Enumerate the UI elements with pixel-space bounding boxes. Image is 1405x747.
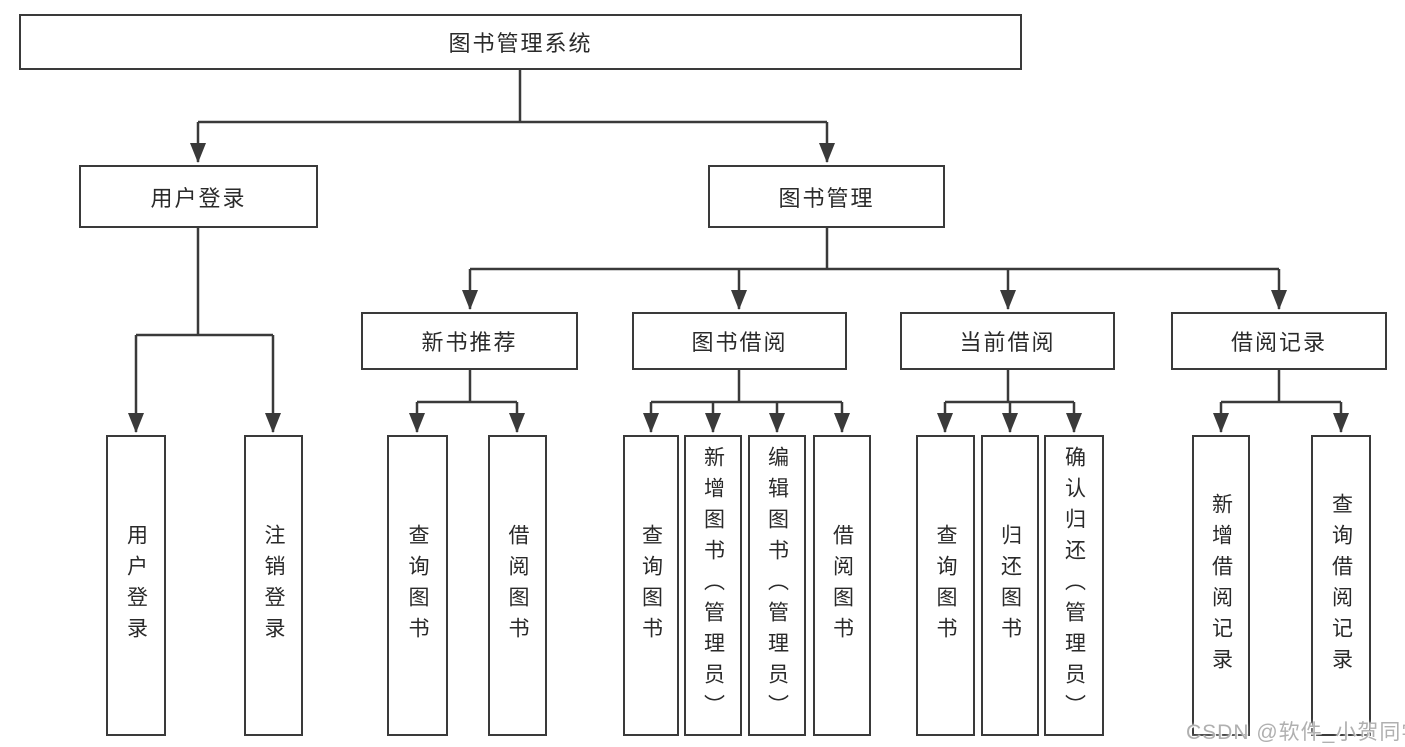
leaf-user-login-label: 用户登录 bbox=[124, 523, 148, 648]
leaf-borrow-add-admin-label: 新增图书（管理员） bbox=[701, 446, 725, 725]
leaf-records-add: 新增借阅记录 bbox=[1192, 435, 1250, 736]
leaf-borrow-edit-admin-label: 编辑图书（管理员） bbox=[765, 446, 789, 725]
leaf-records-query: 查询借阅记录 bbox=[1311, 435, 1371, 736]
leaf-logout-label: 注销登录 bbox=[262, 523, 285, 648]
leaf-user-login: 用户登录 bbox=[106, 435, 166, 736]
leaf-newbooks-query-label: 查询图书 bbox=[406, 523, 429, 648]
leaf-borrow-query-label: 查询图书 bbox=[639, 523, 663, 648]
leaf-current-return: 归还图书 bbox=[981, 435, 1039, 736]
node-new-book-recommend-label: 新书推荐 bbox=[421, 330, 518, 355]
leaf-records-add-label: 新增借阅记录 bbox=[1209, 492, 1233, 679]
leaf-current-confirm-admin: 确认归还（管理员） bbox=[1044, 435, 1104, 736]
node-current-borrow-label: 当前借阅 bbox=[959, 330, 1056, 355]
node-current-borrow: 当前借阅 bbox=[900, 312, 1115, 370]
node-book-borrow: 图书借阅 bbox=[632, 312, 847, 370]
node-user-login: 用户登录 bbox=[79, 165, 318, 228]
node-user-login-label: 用户登录 bbox=[150, 185, 247, 211]
node-book-borrow-label: 图书借阅 bbox=[691, 330, 788, 355]
root-node-label: 图书管理系统 bbox=[448, 31, 593, 56]
csdn-watermark: CSDN @软件_小贺同学 bbox=[1186, 721, 1405, 744]
node-book-management: 图书管理 bbox=[708, 165, 945, 228]
node-book-management-label: 图书管理 bbox=[778, 185, 875, 211]
leaf-records-query-label: 查询借阅记录 bbox=[1329, 492, 1353, 679]
leaf-current-confirm-admin-label: 确认归还（管理员） bbox=[1062, 446, 1086, 725]
leaf-borrow-add-admin: 新增图书（管理员） bbox=[684, 435, 742, 736]
root-node: 图书管理系统 bbox=[19, 14, 1022, 70]
leaf-borrow-borrow-label: 借阅图书 bbox=[830, 523, 854, 648]
node-new-book-recommend: 新书推荐 bbox=[361, 312, 578, 370]
node-borrow-records-label: 借阅记录 bbox=[1230, 330, 1327, 355]
leaf-borrow-query: 查询图书 bbox=[623, 435, 679, 736]
leaf-current-query: 查询图书 bbox=[916, 435, 975, 736]
leaf-current-query-label: 查询图书 bbox=[934, 523, 957, 648]
leaf-logout: 注销登录 bbox=[244, 435, 303, 736]
leaf-newbooks-query: 查询图书 bbox=[387, 435, 448, 736]
leaf-borrow-borrow: 借阅图书 bbox=[813, 435, 871, 736]
leaf-borrow-edit-admin: 编辑图书（管理员） bbox=[748, 435, 806, 736]
leaf-current-return-label: 归还图书 bbox=[998, 523, 1022, 648]
leaf-newbooks-borrow: 借阅图书 bbox=[488, 435, 547, 736]
node-borrow-records: 借阅记录 bbox=[1171, 312, 1387, 370]
leaf-newbooks-borrow-label: 借阅图书 bbox=[506, 523, 529, 648]
